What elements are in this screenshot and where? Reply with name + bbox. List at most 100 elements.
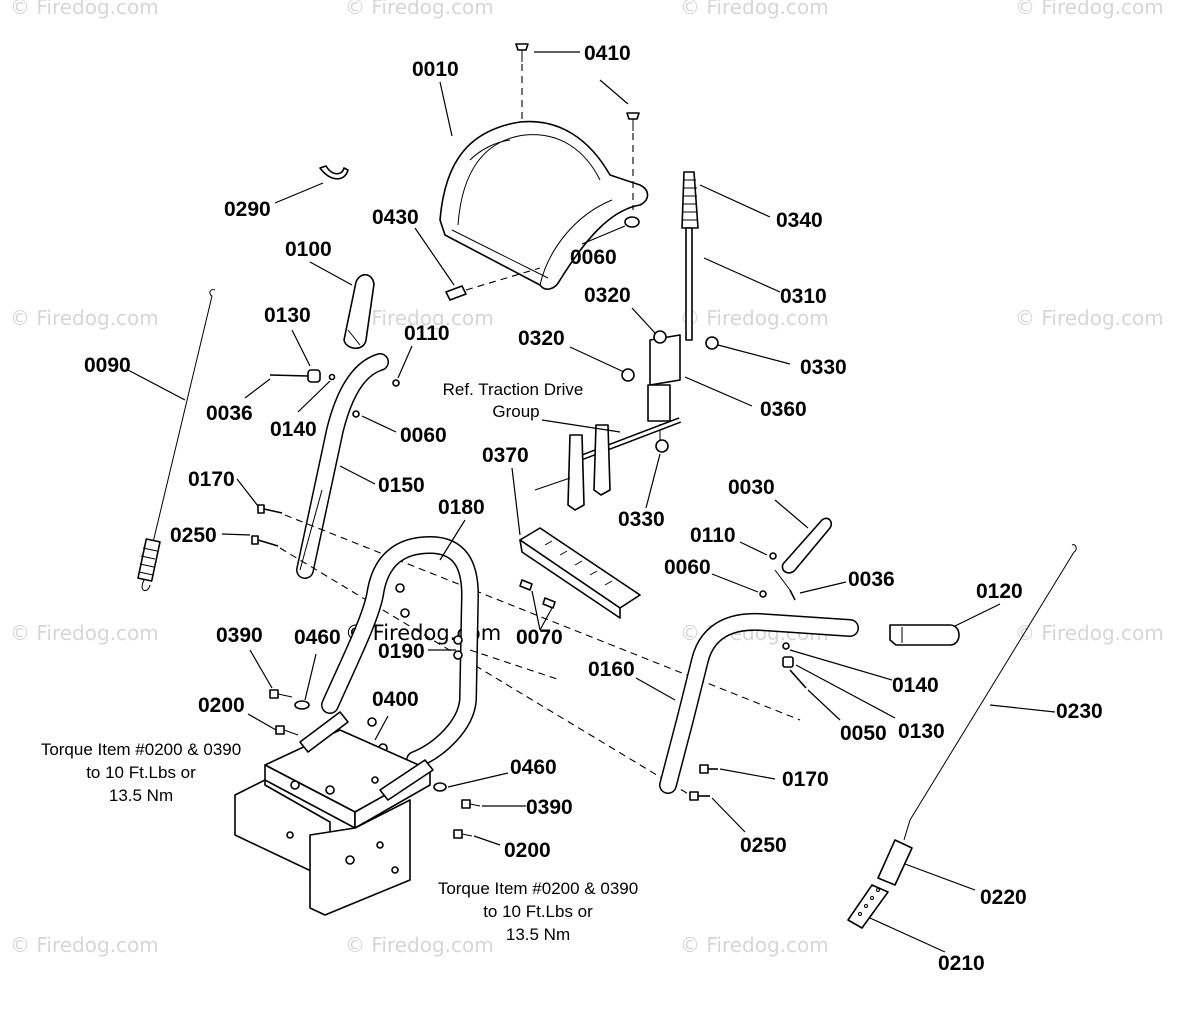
callout-0410: 0410 bbox=[584, 42, 631, 65]
watermark: © Firedog.com bbox=[10, 933, 159, 957]
fastener-part bbox=[269, 689, 310, 736]
callout-0030: 0030 bbox=[728, 476, 775, 499]
callout-0170: 0170 bbox=[782, 768, 829, 791]
watermark: © Firedog.com bbox=[1015, 306, 1164, 330]
nut-part bbox=[624, 216, 640, 228]
callout-0110: 0110 bbox=[690, 524, 736, 547]
callout-0220: 0220 bbox=[980, 886, 1027, 909]
torque-note-right: 13.5 Nm bbox=[506, 925, 570, 944]
clip-part bbox=[319, 165, 349, 180]
watermark: © Firedog.com bbox=[680, 0, 829, 19]
callout-0036: 0036 bbox=[848, 568, 895, 591]
callout-0110: 0110 bbox=[404, 322, 450, 345]
callout-0330: 0330 bbox=[618, 508, 665, 531]
callout-0190: 0190 bbox=[378, 640, 425, 663]
callout-0050: 0050 bbox=[840, 722, 887, 745]
callout-0060: 0060 bbox=[664, 556, 711, 579]
callout-0320: 0320 bbox=[584, 284, 631, 307]
notes: Ref. Traction Drive Group Torque Item #0… bbox=[41, 380, 638, 944]
callout-0330: 0330 bbox=[800, 356, 847, 379]
lower-handle-part bbox=[321, 536, 479, 769]
screw-part bbox=[515, 43, 640, 131]
callout-0130: 0130 bbox=[898, 720, 945, 743]
callout-0430: 0430 bbox=[372, 206, 419, 229]
callout-0130: 0130 bbox=[264, 304, 311, 327]
left-upper-handle-part bbox=[296, 353, 389, 579]
callout-0250: 0250 bbox=[740, 834, 787, 857]
callout-labels: 0010 0410 0290 0430 0060 0340 0100 0310 … bbox=[84, 42, 1103, 975]
torque-note-left: 13.5 Nm bbox=[109, 786, 173, 805]
ref-traction-note: Ref. Traction Drive bbox=[443, 380, 584, 399]
callout-0120: 0120 bbox=[976, 580, 1023, 603]
watermark: © Firedog.com bbox=[345, 933, 494, 957]
callout-0150: 0150 bbox=[378, 474, 425, 497]
callout-0340: 0340 bbox=[776, 209, 823, 232]
bolt-part bbox=[251, 504, 283, 547]
shift-rod-part bbox=[567, 417, 682, 511]
watermark: © Firedog.com bbox=[680, 933, 829, 957]
callout-0250: 0250 bbox=[170, 524, 217, 547]
callout-0140: 0140 bbox=[892, 674, 939, 697]
screw-part bbox=[519, 579, 533, 591]
callout-0390: 0390 bbox=[216, 624, 263, 647]
frame-bolt-part bbox=[367, 583, 463, 753]
callout-0100: 0100 bbox=[285, 238, 332, 261]
callout-0210: 0210 bbox=[938, 952, 985, 975]
shift-lever-part bbox=[681, 171, 699, 341]
shift-bracket-part bbox=[621, 330, 719, 453]
leader-lines bbox=[127, 51, 1056, 953]
pivot-hardware-part bbox=[269, 369, 400, 418]
callout-0230: 0230 bbox=[1056, 700, 1103, 723]
torque-note-right: Torque Item #0200 & 0390 bbox=[438, 879, 638, 898]
callout-0460: 0460 bbox=[294, 626, 341, 649]
pivot-hardware-part bbox=[759, 552, 807, 689]
callout-0060: 0060 bbox=[570, 246, 617, 269]
callout-0200: 0200 bbox=[198, 694, 245, 717]
watermark: © Firedog.com bbox=[10, 621, 159, 645]
callout-0170: 0170 bbox=[188, 468, 235, 491]
watermark: © Firedog.com bbox=[10, 0, 159, 19]
watermark: © Firedog.com bbox=[1015, 621, 1164, 645]
ref-traction-note: Group bbox=[492, 402, 539, 421]
callout-0010: 0010 bbox=[412, 58, 459, 81]
torque-note-left: Torque Item #0200 & 0390 bbox=[41, 740, 241, 759]
fastener-part bbox=[433, 782, 481, 839]
right-grip-part bbox=[774, 517, 833, 591]
callout-0390: 0390 bbox=[526, 796, 573, 819]
shift-plate-part bbox=[519, 527, 641, 619]
left-grip-part bbox=[343, 273, 375, 350]
callout-0200: 0200 bbox=[504, 839, 551, 862]
watermark: © Firedog.com bbox=[10, 306, 159, 330]
callout-0036: 0036 bbox=[206, 402, 253, 425]
frame-plate-part bbox=[234, 729, 431, 916]
callout-0400: 0400 bbox=[372, 688, 419, 711]
bracket-part bbox=[379, 759, 434, 801]
dash-cover-part bbox=[439, 120, 649, 290]
callout-0310: 0310 bbox=[780, 285, 827, 308]
callout-0140: 0140 bbox=[270, 418, 317, 441]
callout-0070: 0070 bbox=[516, 626, 563, 649]
callout-0460: 0460 bbox=[510, 756, 557, 779]
callout-0160: 0160 bbox=[588, 658, 635, 681]
watermark: © Firedog.com bbox=[680, 306, 829, 330]
watermark-layer: © Firedog.com © Firedog.com © Firedog.co… bbox=[10, 0, 1164, 957]
screw-part bbox=[445, 285, 467, 301]
watermark: © Firedog.com bbox=[1015, 0, 1164, 19]
left-cable-part bbox=[137, 289, 216, 592]
right-grip-part bbox=[889, 624, 960, 646]
callout-0370: 0370 bbox=[482, 444, 529, 467]
screw-part bbox=[542, 597, 556, 609]
callout-0290: 0290 bbox=[224, 198, 271, 221]
bracket-part bbox=[299, 711, 349, 753]
torque-note-right: to 10 Ft.Lbs or bbox=[483, 902, 593, 921]
watermark: © Firedog.com bbox=[345, 0, 494, 19]
torque-note-left: to 10 Ft.Lbs or bbox=[86, 763, 196, 782]
callout-0180: 0180 bbox=[438, 496, 485, 519]
callout-0320: 0320 bbox=[518, 327, 565, 350]
bolt-part bbox=[689, 764, 718, 801]
callout-0360: 0360 bbox=[760, 398, 807, 421]
callout-0060: 0060 bbox=[400, 424, 447, 447]
callout-0090: 0090 bbox=[84, 354, 131, 377]
